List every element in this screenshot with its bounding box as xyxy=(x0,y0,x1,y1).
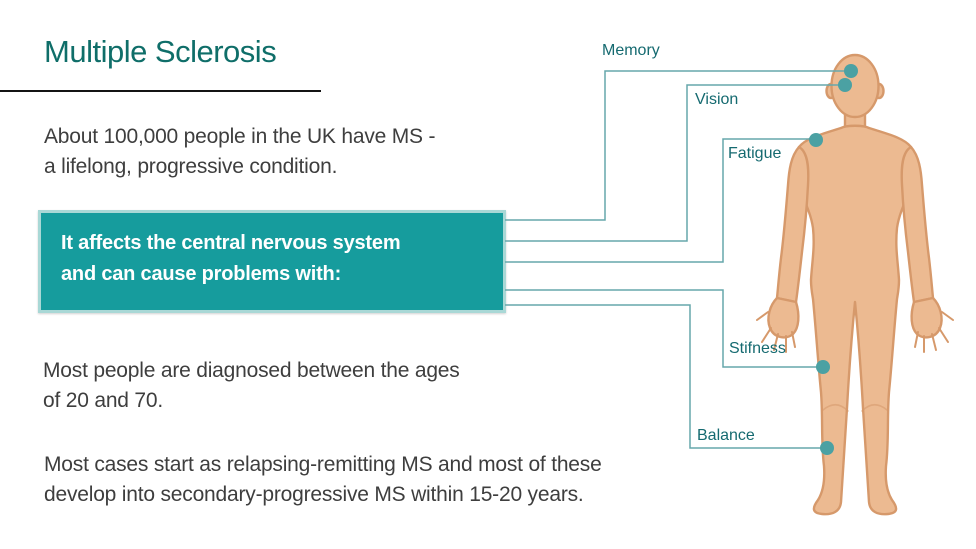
statement-box: It affects the central nervous system an… xyxy=(38,210,506,313)
body-torso-legs xyxy=(792,124,918,516)
body-arm-right xyxy=(900,145,935,304)
body-hand-right xyxy=(910,296,943,339)
title-underline xyxy=(0,90,321,92)
body-arm-left xyxy=(775,145,810,304)
body-fingers-left xyxy=(756,311,796,353)
statement-text: It affects the central nervous system an… xyxy=(61,232,401,285)
connector-line-vision xyxy=(505,84,845,242)
connector-line-fatigue xyxy=(505,138,816,263)
symptom-dot-stifness xyxy=(816,360,830,374)
diagnosis-text: Most people are diagnosed between the ag… xyxy=(43,359,460,412)
connector-line-balance xyxy=(505,304,826,449)
symptom-dot-fatigue xyxy=(809,133,823,147)
symptom-label-vision: Vision xyxy=(695,91,739,108)
symptom-label-stifness: Stifness xyxy=(729,340,786,357)
knee-seam-right xyxy=(861,403,888,412)
progression-text: Most cases start as relapsing-remitting … xyxy=(44,453,602,506)
symptom-label-memory: Memory xyxy=(602,42,660,59)
page-title: Multiple Sclerosis xyxy=(44,34,277,69)
symptom-dot-vision xyxy=(838,78,852,92)
knee-seam-left xyxy=(822,403,849,412)
body-figure xyxy=(756,53,954,516)
body-fingers-right xyxy=(914,311,954,353)
connector-line-stifness xyxy=(505,289,822,368)
symptom-label-balance: Balance xyxy=(697,427,755,444)
body-hand-left xyxy=(767,296,800,339)
intro-text: About 100,000 people in the UK have MS -… xyxy=(44,125,436,178)
symptom-label-fatigue: Fatigue xyxy=(728,145,782,162)
symptom-dot-balance xyxy=(820,441,834,455)
connector-lines xyxy=(505,64,858,455)
symptom-dot-memory xyxy=(844,64,858,78)
connector-line-memory xyxy=(505,70,851,221)
